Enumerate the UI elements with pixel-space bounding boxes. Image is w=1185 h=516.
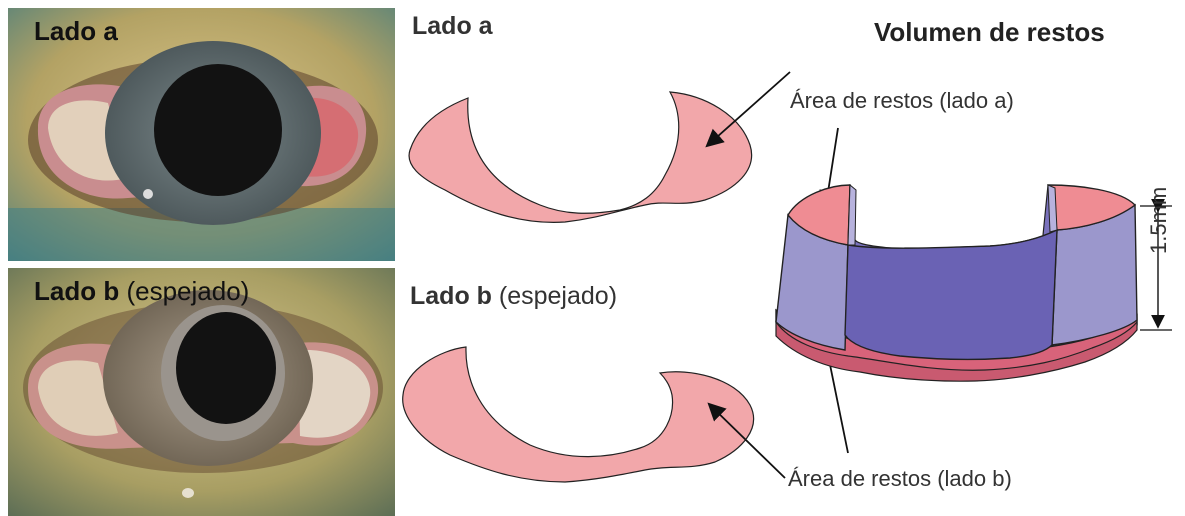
outline-side-b-label: Lado b (espejado) <box>410 282 617 311</box>
height-label: 1.5mm <box>1146 187 1172 254</box>
outline-side-a-label: Lado a <box>412 12 493 41</box>
debris-outline-side-b <box>403 347 754 482</box>
volume-title: Volumen de restos <box>874 17 1105 48</box>
callout-debris-area-side-a: Área de restos (lado a) <box>790 88 1014 114</box>
debris-outline-side-a <box>409 92 752 222</box>
callout-debris-area-side-b: Área de restos (lado b) <box>788 466 1012 492</box>
debris-volume-schematic <box>776 185 1172 381</box>
